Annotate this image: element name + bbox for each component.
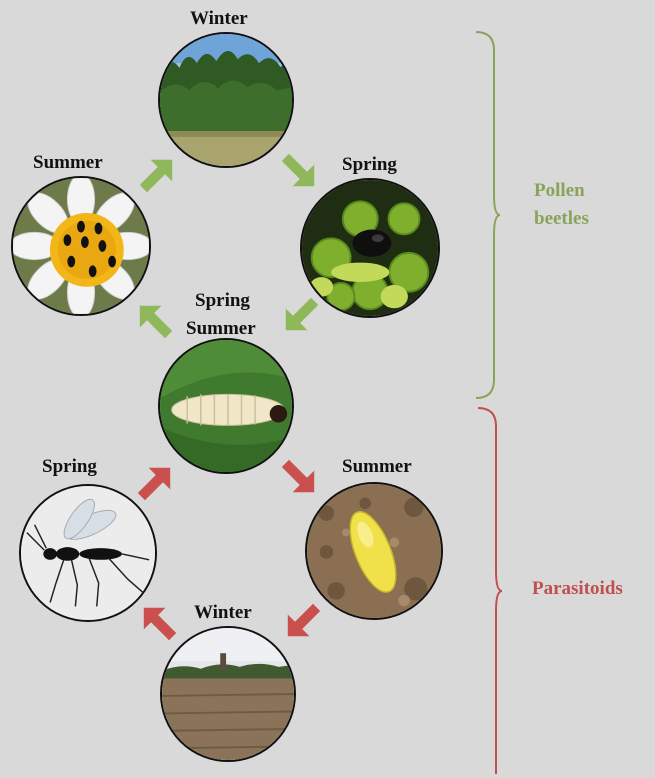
label-summer-right: Summer: [342, 456, 412, 478]
flower-with-beetles-image: [11, 176, 151, 316]
wasp-image: [19, 484, 157, 622]
arrow-winter-to-spring-bottom: [142, 606, 178, 642]
parasitoids-brace: [472, 406, 502, 774]
label-summer-left: Summer: [33, 152, 103, 174]
parasitoids-label: Parasitoids: [532, 575, 623, 603]
label-summer-center: Summer: [186, 318, 256, 340]
beetle-on-buds-image: [300, 178, 440, 318]
label-winter-top: Winter: [190, 8, 248, 30]
arrow-winter-to-spring: [280, 152, 316, 188]
arrow-spring-to-larva: [136, 466, 172, 502]
arrow-summer-to-winter-bottom: [286, 602, 322, 638]
pollen-label-line1: Pollen: [534, 177, 589, 205]
pollen-beetles-brace: [470, 30, 500, 400]
forest-scene-image: [158, 32, 294, 168]
larva-on-leaf-image: [158, 338, 294, 474]
pollen-beetles-label: Pollen beetles: [534, 177, 589, 233]
label-winter-bottom: Winter: [194, 602, 252, 624]
plowed-field-image: [160, 626, 296, 762]
label-spring-center: Spring: [195, 290, 250, 312]
pollen-label-line2: beetles: [534, 205, 589, 233]
arrow-summer-to-winter: [138, 158, 174, 194]
label-spring-right: Spring: [342, 154, 397, 176]
arrow-larva-to-summer: [280, 458, 316, 494]
arrow-spring-to-center: [284, 296, 320, 332]
arrow-center-to-summer: [138, 304, 174, 340]
pupa-in-soil-image: [305, 482, 443, 620]
label-spring-left: Spring: [42, 456, 97, 478]
